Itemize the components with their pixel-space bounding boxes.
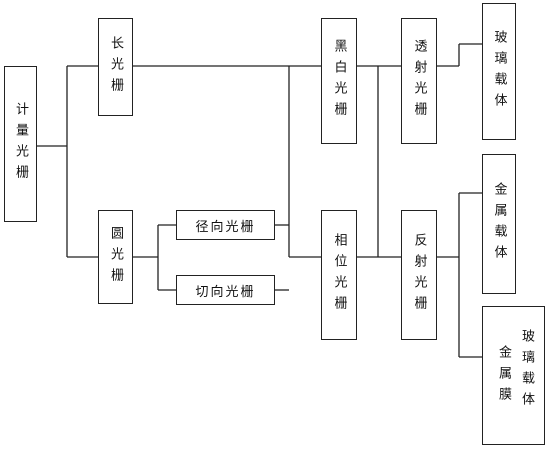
metal-film-label: 金属膜 — [496, 345, 511, 408]
glass-carrier-label: 玻璃载体 — [491, 29, 507, 114]
bw-grating-box: 黑白光栅 — [321, 18, 357, 144]
phase-grating-label: 相位光栅 — [331, 233, 347, 317]
metal-carrier-label: 金属载体 — [491, 182, 507, 266]
circular-grating-box: 圆光栅 — [98, 210, 133, 304]
long-grating-box: 长光栅 — [98, 18, 133, 116]
long-grating-label: 长光栅 — [108, 35, 123, 99]
radial-grating-label: 径向光栅 — [195, 219, 256, 235]
tangential-grating-label: 切向光栅 — [195, 284, 256, 300]
transmission-grating-box: 透射光栅 — [401, 18, 437, 144]
glass-carrier-label-2: 玻璃载体 — [519, 329, 534, 413]
bw-grating-label: 黑白光栅 — [331, 39, 347, 123]
circular-grating-label: 圆光栅 — [108, 225, 123, 289]
root-label: 计量光栅 — [13, 102, 28, 186]
metal-film-glass-box: 金属膜 玻璃载体 — [482, 306, 545, 445]
radial-grating-box: 径向光栅 — [176, 210, 275, 240]
tangential-grating-box: 切向光栅 — [176, 275, 275, 305]
metal-carrier-box: 金属载体 — [482, 154, 516, 294]
reflection-grating-label: 反射光栅 — [411, 233, 427, 317]
transmission-grating-label: 透射光栅 — [411, 39, 427, 123]
glass-carrier-box: 玻璃载体 — [482, 3, 516, 140]
phase-grating-box: 相位光栅 — [321, 210, 357, 340]
reflection-grating-box: 反射光栅 — [401, 210, 437, 340]
root-box: 计量光栅 — [4, 66, 37, 222]
